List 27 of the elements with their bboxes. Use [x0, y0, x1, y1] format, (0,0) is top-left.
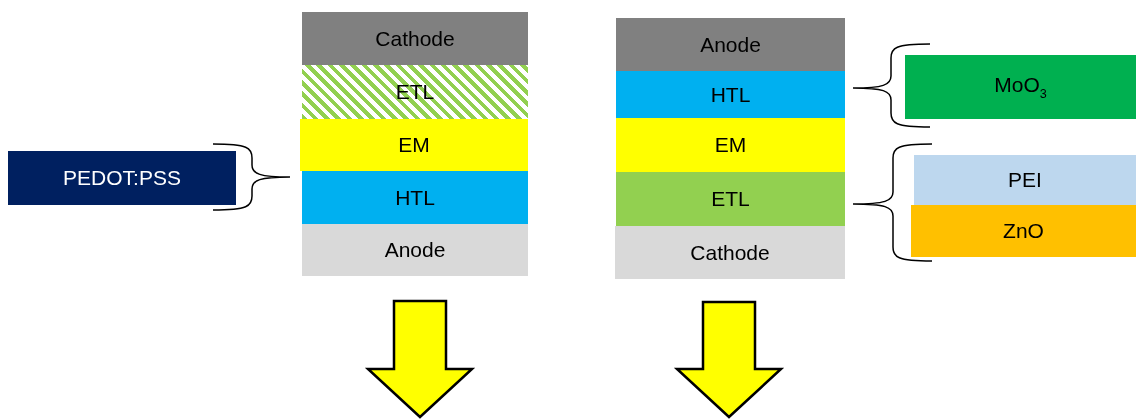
material-box: [914, 155, 1136, 205]
layer-label: PEDOT:PSS: [63, 166, 181, 190]
emissive-layer: [300, 119, 528, 171]
layer-label: Anode: [384, 238, 446, 262]
layer-label: ZnO: [1003, 219, 1044, 243]
layer-label: Cathode: [375, 26, 455, 51]
layer-label: ETL: [711, 187, 750, 211]
emissive-layer: [616, 118, 845, 172]
anode-layer: [616, 18, 845, 71]
anode-layer: [302, 224, 528, 276]
material-box: [8, 151, 236, 205]
layer-label: Cathode: [690, 240, 770, 265]
layer-label: HTL: [395, 185, 435, 210]
layer-label: PEI: [1008, 168, 1042, 192]
layer-label: MoO$_{3}$: [994, 73, 1047, 101]
layer-label: HTL: [710, 82, 751, 107]
hatched-layer: [302, 65, 528, 119]
layer-label: EM: [714, 133, 747, 157]
cathode-layer: [615, 226, 845, 279]
layer-label: EM: [398, 133, 430, 157]
transport-layer: [616, 71, 845, 118]
material-box: [905, 55, 1136, 119]
material-box: [911, 205, 1136, 257]
layer-label: Anode: [700, 32, 761, 57]
cathode-layer: [302, 12, 528, 65]
transport-layer: [302, 171, 528, 224]
transport-layer: [616, 172, 845, 226]
